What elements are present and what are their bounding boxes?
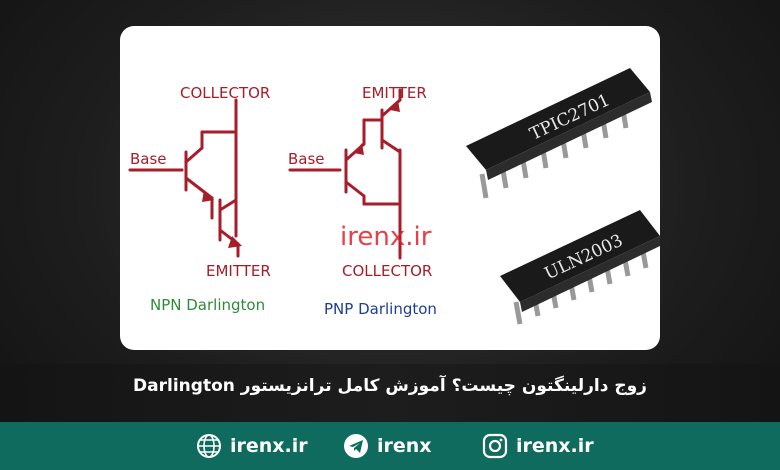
telegram-link[interactable]: irenx: [343, 422, 432, 470]
npn-base-label: Base: [130, 150, 167, 168]
pnp-arrow-1: [354, 143, 364, 155]
pnp-base-label: Base: [288, 150, 325, 168]
npn-arrow-1: [202, 190, 214, 202]
npn-caption: NPN Darlington: [150, 296, 265, 314]
npn-arrow-2: [228, 236, 242, 248]
telegram-label: irenx: [377, 435, 432, 457]
npn-collector-label: COLLECTOR: [180, 84, 270, 102]
ic-chip-tpic2701: TPIC2701: [466, 68, 652, 199]
pnp-arrow-2: [390, 100, 400, 112]
globe-icon: [197, 434, 221, 458]
footer-bar: irenx.ir irenx irenx.ir: [0, 422, 780, 470]
pnp-caption: PNP Darlington: [324, 300, 437, 318]
pnp-collector-label: COLLECTOR: [342, 262, 432, 280]
caption-band: [0, 364, 780, 422]
darlington-diagram: COLLECTOR Base EMITTER NPN Darlington EM…: [128, 68, 660, 325]
npn-darlington-circuit: [128, 98, 240, 258]
instagram-icon: [482, 433, 508, 459]
telegram-icon: [344, 434, 368, 458]
watermark: irenx.ir: [340, 222, 432, 252]
post-title[interactable]: زوج دارلینگتون چیست؟ آموزش کامل ترانزیست…: [133, 376, 647, 396]
npn-emitter-label: EMITTER: [206, 262, 271, 280]
instagram-link[interactable]: irenx.ir: [482, 422, 594, 470]
instagram-label: irenx.ir: [516, 435, 594, 457]
article-image: COLLECTOR Base EMITTER NPN Darlington EM…: [120, 26, 660, 350]
website-label: irenx.ir: [230, 435, 308, 457]
website-link[interactable]: irenx.ir: [196, 422, 308, 470]
pnp-emitter-label: EMITTER: [362, 84, 427, 102]
pnp-darlington-circuit: [288, 88, 402, 260]
ic-chip-uln2003: ULN2003: [500, 210, 660, 325]
